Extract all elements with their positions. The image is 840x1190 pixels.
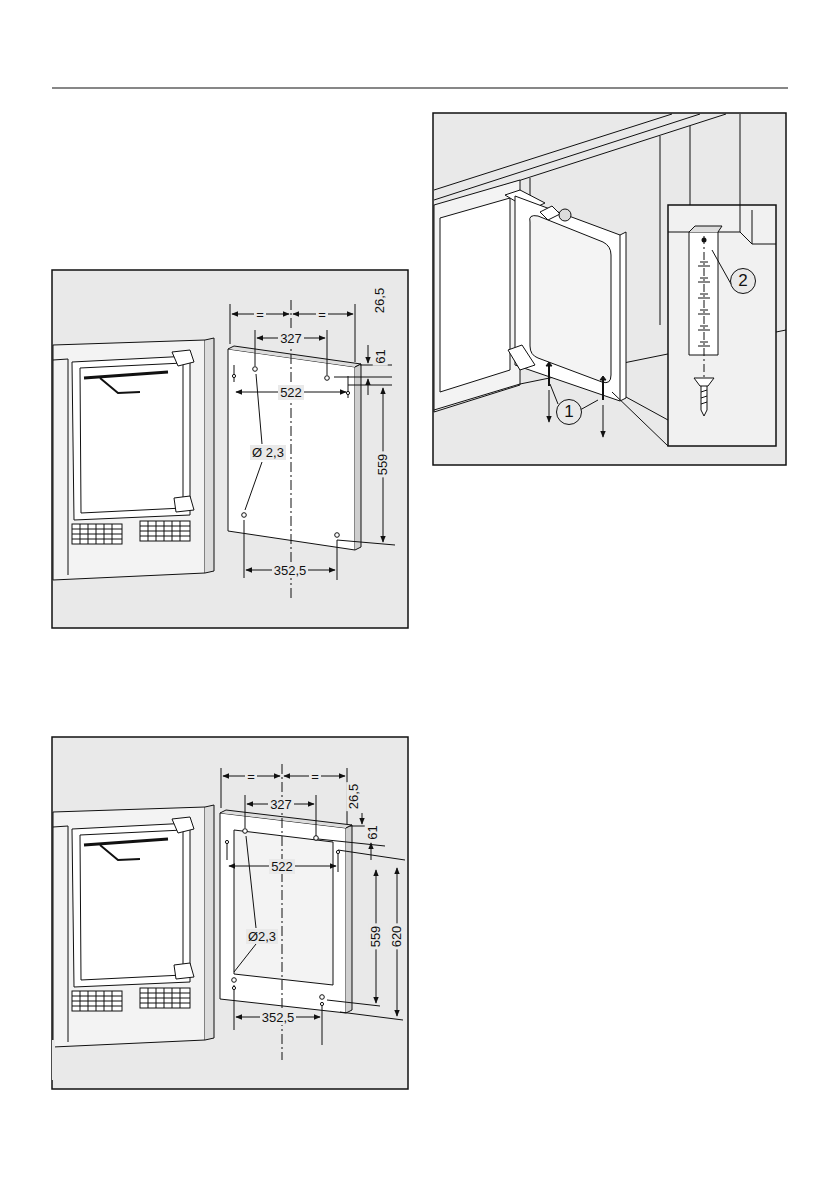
dimension-label: 26,5 <box>347 781 362 810</box>
dimension-label: 352,5 <box>260 1010 297 1025</box>
callout-number: 2 <box>738 272 747 290</box>
dimension-label: 522 <box>269 859 295 874</box>
dimension-label: = <box>316 307 328 322</box>
dimension-label: 559 <box>368 923 383 949</box>
dimension-label: Ø 2,3 <box>250 445 286 460</box>
callout-circle: 2 <box>730 268 756 294</box>
dimension-label: 327 <box>278 331 304 346</box>
dimension-label: 352,5 <box>272 563 309 578</box>
dimension-label: 26,5 <box>373 285 388 314</box>
dimension-label: = <box>254 307 266 322</box>
dimension-label: = <box>309 769 321 784</box>
dimension-label: = <box>245 769 257 784</box>
dimension-label: 522 <box>278 385 304 400</box>
callout-number: 1 <box>564 403 573 421</box>
callout-circle: 1 <box>556 399 582 425</box>
dimension-label: Ø2,3 <box>246 929 278 944</box>
dimension-label: 327 <box>268 797 294 812</box>
dimension-label: 620 <box>389 923 404 949</box>
dimension-label: 61 <box>365 823 380 841</box>
dimension-label: 61 <box>373 347 388 365</box>
dimension-label: 559 <box>375 451 390 477</box>
